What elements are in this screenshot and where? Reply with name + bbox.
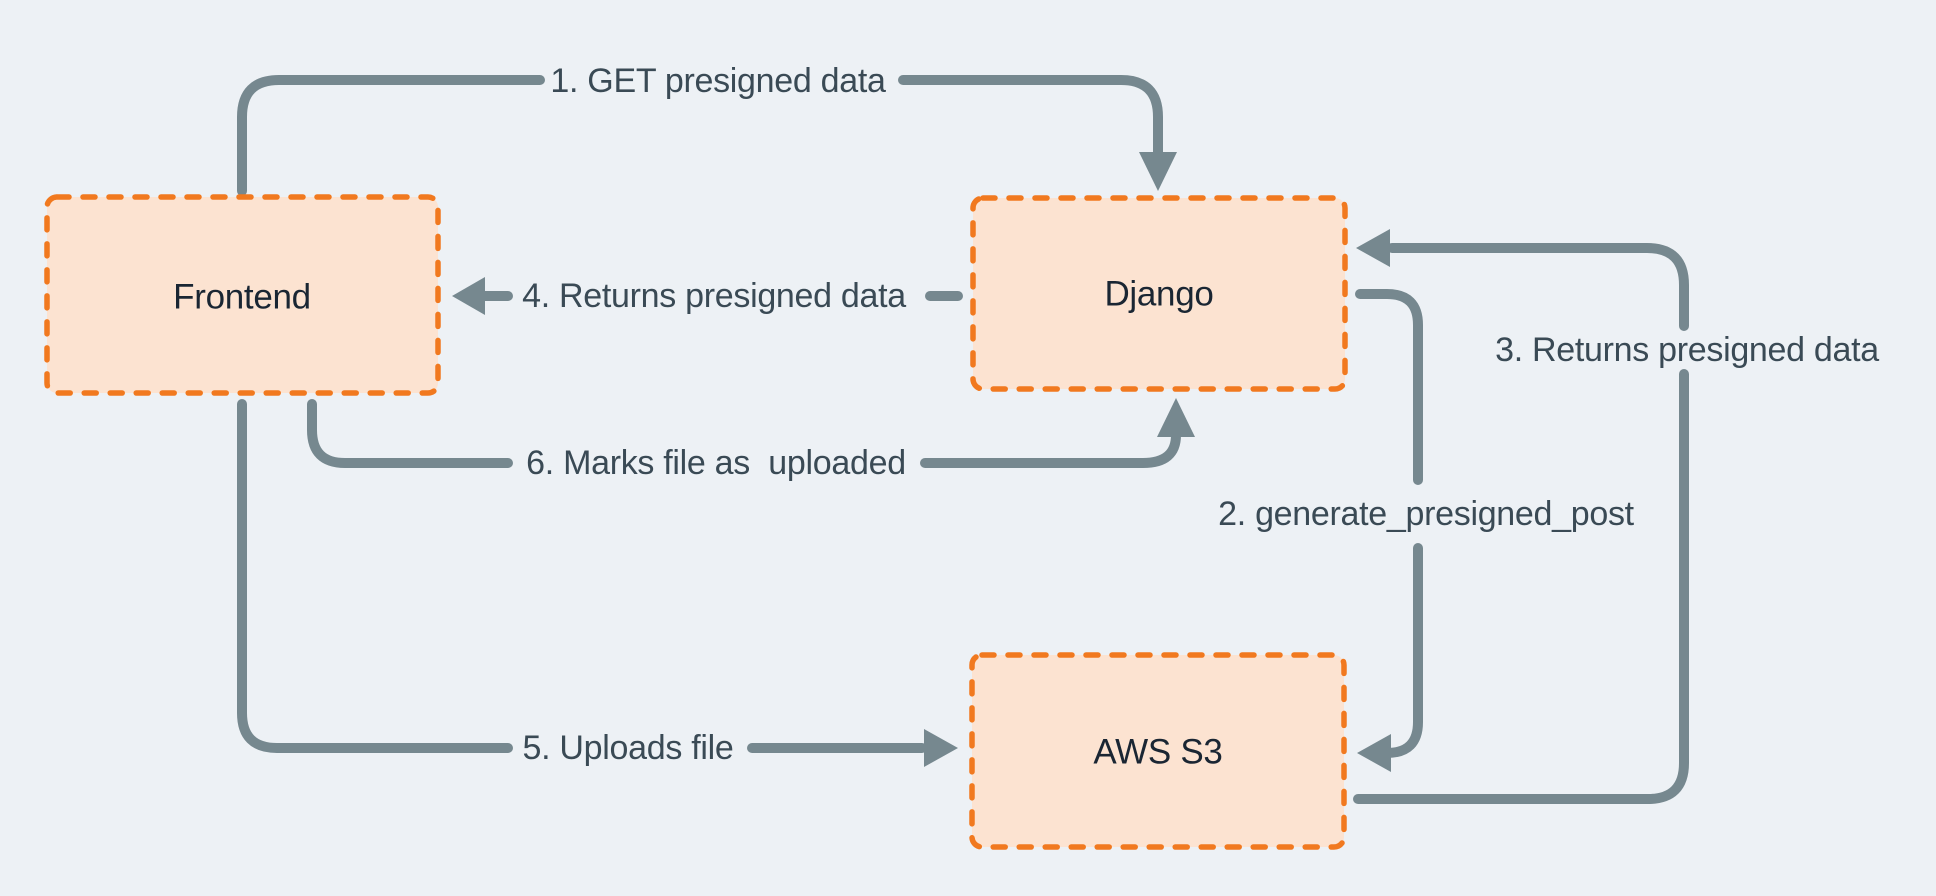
edge-3-line-start [1353,369,1689,804]
edge-4-arrowhead [452,277,485,315]
edge-5-label: 5. Uploads file [523,729,734,767]
node-django-box [970,195,1348,392]
edge-labels: 1. GET presigned data 4. Returns presign… [518,58,1883,771]
edge-3-arrowhead [1356,229,1390,267]
node-frontend-box [44,194,441,396]
edge-5-line-start [237,399,513,753]
edge-1-line-end [898,75,1163,157]
edges [237,75,1689,804]
edge-2-line-end [1382,543,1423,758]
edge-6-line-end [920,430,1181,468]
edge-2-line-start [1355,289,1423,485]
node-frontend-label: Frontend [173,278,311,317]
edge-6-line-start [307,399,513,468]
nodes: Frontend Django AWS S3 [44,194,1348,850]
edge-3-line-end [1387,243,1689,331]
edge-1-arrowhead [1139,152,1177,191]
edge-6-arrowhead [1157,398,1195,437]
edge-1-line-start [237,75,545,196]
edge-5-arrowhead [924,729,958,767]
node-aws-s3-box [969,652,1347,850]
edge-4-label: 4. Returns presigned data [522,277,906,315]
node-django-label: Django [1104,275,1213,314]
node-aws-s3-label: AWS S3 [1093,733,1222,772]
edge-3-label: 3. Returns presigned data [1495,331,1879,369]
edge-1-label: 1. GET presigned data [550,62,886,100]
edge-2-arrowhead [1357,734,1391,772]
edge-6-label: 6. Marks file as uploaded [526,444,906,482]
edge-2-label: 2. generate_presigned_post [1218,495,1634,533]
